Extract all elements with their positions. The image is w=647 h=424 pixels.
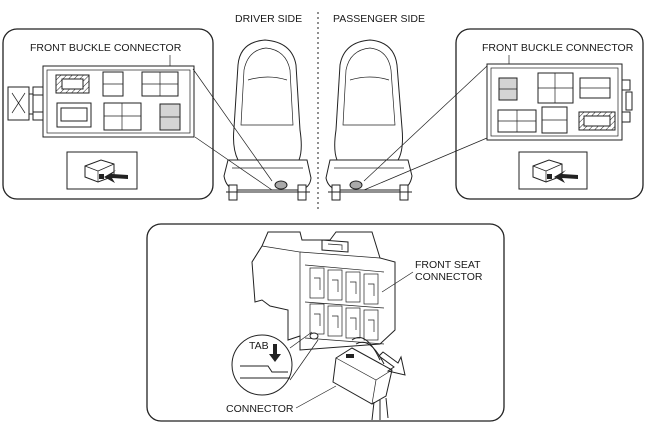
tab-press-arrow-icon: [269, 344, 281, 362]
passenger-side-label: PASSENGER SIDE: [333, 13, 425, 25]
right-buckle-panel: FRONT BUCKLE CONNECTOR: [455, 28, 644, 200]
pull-direction-arrow-icon: [378, 351, 406, 376]
passenger-seat-illustration: [325, 39, 413, 201]
front-seat-connector-label-1: FRONT SEAT: [415, 259, 481, 271]
left-buckle-panel: FRONT BUCKLE CONNECTOR: [2, 28, 214, 200]
tab-label: TAB: [249, 340, 269, 352]
right-insert-arrow-icon: [554, 170, 578, 183]
driver-buckle-connector-location: [274, 180, 288, 190]
connector-label: CONNECTOR: [226, 403, 294, 415]
front-seat-connector-panel: FRONT SEAT CONNECTOR TAB: [146, 223, 505, 422]
left-insert-arrow-icon: [104, 170, 128, 183]
front-seat-connector-label-2: CONNECTOR: [415, 271, 483, 283]
unplugged-connector: [332, 347, 393, 405]
driver-seat-illustration: [223, 39, 312, 201]
passenger-buckle-connector-location: [349, 180, 363, 190]
right-buckle-label: FRONT BUCKLE CONNECTOR: [482, 42, 634, 54]
driver-side-label: DRIVER SIDE: [235, 13, 302, 25]
left-buckle-label: FRONT BUCKLE CONNECTOR: [30, 42, 182, 54]
